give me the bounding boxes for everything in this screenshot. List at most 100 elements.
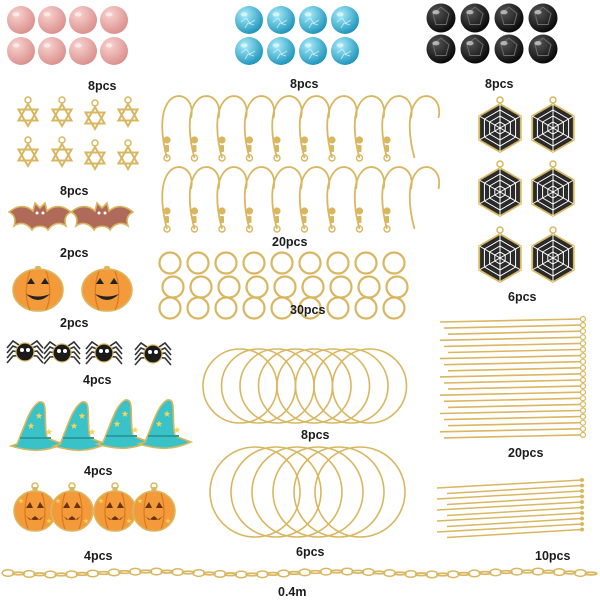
black-faceted-bead (528, 3, 558, 33)
chain-link (117, 569, 132, 575)
bat-charms (7, 201, 135, 232)
head-pin (436, 479, 583, 489)
earring-hook (353, 166, 386, 230)
chain-link (457, 571, 471, 577)
rose-quartz-bead (7, 6, 35, 34)
chain-link (414, 572, 429, 577)
hoop-ring-large (314, 446, 406, 538)
hoop-rings-large (209, 446, 406, 538)
star-of-david-charm (116, 101, 140, 122)
chain-link (181, 570, 195, 575)
pumpkin-charms (12, 266, 133, 312)
earring-hook (381, 95, 413, 159)
blue-crackle-bead (267, 37, 295, 65)
black-faceted-bead (426, 3, 456, 33)
hoop-ring-large (209, 446, 301, 538)
star-of-david-charms (16, 96, 140, 172)
chain-link (223, 572, 238, 577)
jump-ring (382, 251, 406, 275)
chain-link (266, 571, 280, 577)
black-faceted-bead (528, 34, 558, 64)
earring-hooks (161, 95, 441, 233)
bat-charm (69, 201, 135, 232)
star-of-david-charm (50, 141, 74, 162)
earring-hook (243, 95, 276, 159)
rose-quartz-bead (69, 6, 97, 34)
jump-ring (214, 296, 238, 320)
jack-o-lantern-charm (93, 490, 137, 532)
head-pin (436, 501, 583, 511)
eye-pin (447, 330, 581, 335)
bat-charm-count-label: 2pcs (60, 246, 89, 260)
spider-charm (94, 343, 114, 363)
hoop-ring-large (293, 446, 385, 538)
jump-ring (161, 275, 185, 299)
star-of-david-charm (50, 101, 74, 122)
eye-pin (439, 354, 581, 360)
earring-hook (353, 95, 386, 159)
small-hoop-count-label: 8pcs (301, 428, 330, 442)
chain-link (33, 572, 47, 577)
jump-ring (245, 275, 269, 299)
earring-hook (408, 95, 441, 159)
jump-ring (326, 296, 350, 320)
rose-quartz-count-label: 8pcs (88, 79, 117, 93)
chain-link (393, 571, 407, 576)
jump-ring (357, 275, 381, 299)
chain-link (160, 569, 174, 574)
earring-hook (188, 166, 221, 230)
jump-ring (326, 251, 350, 275)
star-of-david-charm (83, 104, 107, 125)
head-pins (436, 478, 584, 539)
earring-hook (216, 166, 248, 230)
blue-crackle-beads (235, 6, 359, 65)
spider-charm (143, 344, 163, 364)
earring-hook (408, 166, 441, 230)
jump-ring (354, 251, 378, 275)
spider-charm-count-label: 4pcs (83, 373, 112, 387)
jump-ring (298, 251, 322, 275)
blue-crackle-bead (299, 37, 327, 65)
earring-hook (326, 166, 358, 230)
black-faceted-bead (426, 34, 456, 64)
eye-pin-count-label: 20pcs (508, 446, 544, 460)
jump-ring (158, 296, 182, 320)
rose-quartz-bead (100, 37, 128, 65)
chain-link (520, 569, 535, 574)
hoop-ring-large (230, 446, 322, 538)
earring-hook (243, 166, 276, 230)
rose-quartz-bead (38, 6, 66, 34)
earring-hook (298, 166, 331, 230)
rose-quartz-bead (38, 37, 66, 65)
eye-pin (443, 434, 581, 439)
witch-hat-charms (8, 399, 194, 452)
jump-ring (301, 275, 325, 299)
jack-o-lantern-charm (13, 490, 57, 532)
earring-hook (271, 95, 303, 159)
earring-hook-count-label: 20pcs (272, 235, 308, 249)
chain-link (202, 571, 217, 576)
chain-link (478, 570, 492, 576)
eye-pin (443, 379, 581, 384)
eye-pin (443, 324, 581, 329)
head-pin (436, 523, 583, 533)
head-pin (446, 484, 583, 495)
head-pin (436, 512, 583, 522)
earring-hook (216, 95, 248, 159)
spider-charm (52, 343, 72, 363)
witch-hat-charm (8, 401, 66, 452)
jump-ring (273, 275, 297, 299)
eye-pin (443, 415, 581, 421)
head-pin (446, 506, 583, 517)
witch-hat-charm (136, 399, 194, 450)
jump-ring-count-label: 30pcs (290, 303, 326, 317)
earring-hook (326, 95, 358, 159)
earring-hook (298, 95, 331, 159)
chain-length-label: 0.4m (278, 585, 307, 599)
cable-chain (1, 567, 598, 579)
jump-ring (298, 296, 322, 320)
jump-ring (186, 296, 210, 320)
hoop-ring (294, 348, 371, 424)
chain-link (287, 570, 301, 576)
rose-quartz-bead (100, 6, 128, 34)
